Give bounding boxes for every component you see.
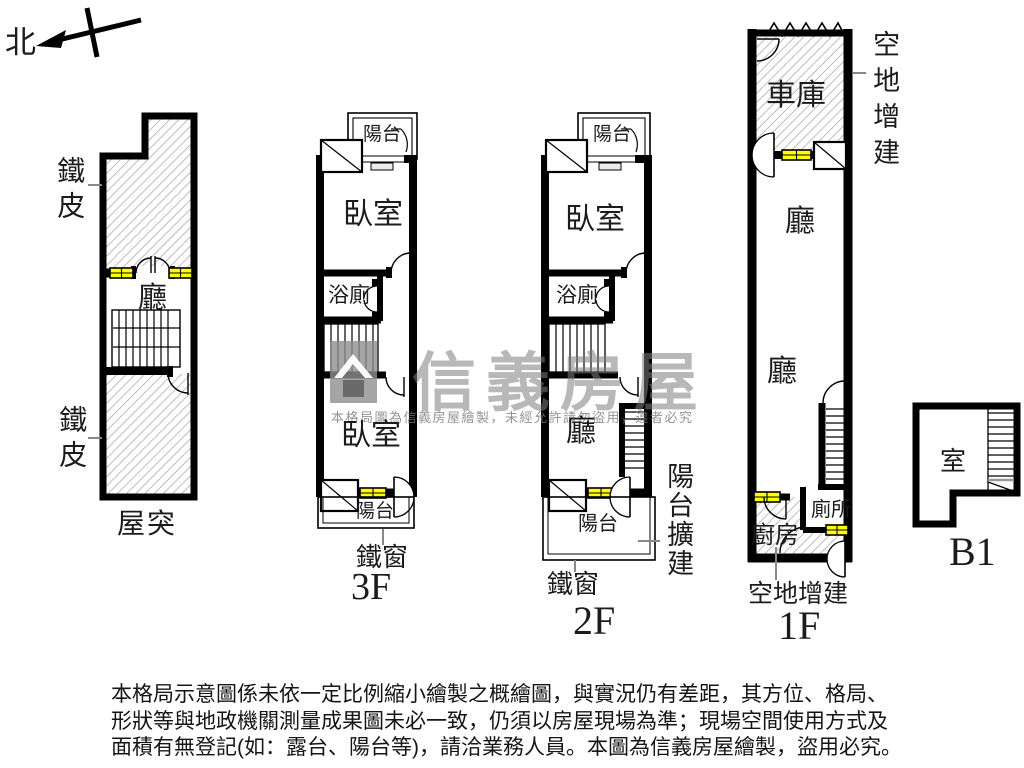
room-label-3f-balcony-top: 陽台 — [363, 124, 402, 145]
watermark-notice-text: 本格局圖為信義房屋繪製，未經允許請勿盜用，違者必究 — [331, 410, 694, 425]
floor-label-2f: 2F — [573, 598, 616, 643]
room-label-2f-balcony-top: 陽台 — [593, 124, 632, 145]
room-label-2f-balcony-bottom: 陽台 — [578, 513, 618, 535]
annotation-metal-top: 鐵皮 — [54, 156, 86, 226]
annotation-2f-balcony-extension: 陽台擴建 — [663, 462, 694, 578]
annotation-1f-land-extension-bottom: 空地增建 — [748, 580, 849, 608]
room-label-1f-garage: 車庫 — [766, 79, 826, 112]
annotation-2f-iron-window: 鐵窗 — [547, 569, 600, 599]
floor-label-roof: 屋突 — [117, 508, 178, 539]
room-label-2f-bedroom: 臥室 — [565, 203, 625, 236]
room-label-3f-bathroom: 浴廁 — [328, 284, 370, 307]
floor-label-b1: B1 — [949, 529, 996, 574]
room-label-3f-bedroom-bottom: 臥室 — [341, 419, 401, 452]
room-label-1f-hall-front: 廳 — [785, 205, 815, 238]
room-label-2f-bathroom: 浴廁 — [556, 284, 598, 307]
room-label-3f-balcony-bottom: 陽台 — [356, 501, 395, 522]
room-label-3f-bedroom-top: 臥室 — [343, 198, 403, 231]
plan-1f — [747, 21, 866, 580]
disclaimer-line-2: 形狀等與地政機關測量成果圖未必一致，仍須以房屋現場為準；現場空間使用方式及 — [111, 709, 888, 733]
plan-roof — [88, 112, 198, 501]
disclaimer-line-1: 本格局示意圖係未依一定比例縮小繪製之概繪圖，與實況仍有差距，其方位、格局、 — [111, 683, 888, 706]
annotation-metal-bottom: 鐵皮 — [56, 405, 88, 475]
room-label-1f-hall-back: 廳 — [767, 355, 797, 388]
room-label-1f-toilet: 廁所 — [811, 499, 851, 521]
disclaimer-text: 本格局示意圖係未依一定比例縮小繪製之概繪圖，與實況仍有差距，其方位、格局、 形狀… — [111, 682, 902, 762]
compass-north-label: 北 — [5, 25, 36, 60]
annotation-3f-iron-window: 鐵窗 — [356, 542, 409, 572]
room-label-b1-room: 室 — [940, 446, 967, 476]
annotation-1f-land-extension-side: 空地增建 — [869, 30, 900, 174]
floor-label-3f: 3F — [351, 566, 392, 608]
plan-3f — [316, 112, 418, 545]
room-label-roof-hall: 廳 — [138, 282, 168, 314]
room-label-1f-kitchen: 廚房 — [751, 522, 799, 549]
watermark-brand-text: 信義房屋 — [412, 348, 708, 419]
floor-label-1f: 1F — [778, 603, 821, 648]
sinyi-logo-watermark — [330, 341, 377, 403]
disclaimer-line-3: 面積有無登記(如：露台、陽台等)，請洽業務人員。本圖為信義房屋繪製，盜用必究。 — [111, 736, 902, 760]
compass-arrow — [36, 7, 142, 58]
plan-b1 — [912, 402, 1021, 528]
plan-2f — [541, 112, 660, 572]
room-label-2f-hall: 廳 — [566, 415, 596, 448]
